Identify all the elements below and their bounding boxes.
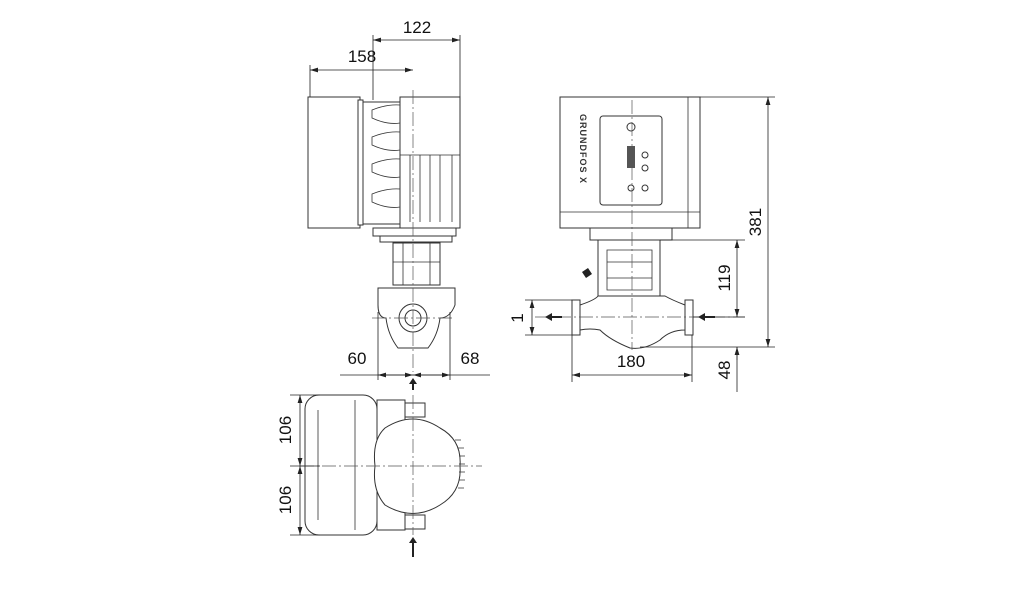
top-view: 106 106	[276, 394, 482, 557]
outlet-flange	[684, 299, 694, 336]
pump-bracket	[597, 239, 661, 297]
dim-381: 381	[746, 208, 765, 236]
dim-68: 68	[461, 349, 480, 368]
dim-1: 1	[508, 313, 527, 322]
inlet-flange	[571, 299, 581, 336]
dim-106-lower: 106	[276, 486, 295, 514]
flow-arrow-icon	[409, 378, 417, 390]
pump-volute	[579, 295, 686, 349]
pump-neck	[392, 242, 441, 286]
dim-48: 48	[715, 361, 734, 380]
dim-106-upper: 106	[276, 416, 295, 444]
motor-top	[304, 394, 378, 536]
dim-122: 122	[403, 18, 431, 37]
brand-logo: GRUNDFOS X	[578, 114, 588, 184]
flow-arrow-icon	[409, 537, 417, 557]
dim-158: 158	[348, 47, 376, 66]
dim-180: 180	[617, 352, 645, 371]
motor-cover	[307, 96, 361, 229]
front-view: GRUNDFOS X 381 119 48 1 180	[508, 96, 775, 392]
dim-60: 60	[348, 349, 367, 368]
dim-119: 119	[715, 264, 734, 291]
side-view: 122 158 60 68	[307, 18, 490, 390]
